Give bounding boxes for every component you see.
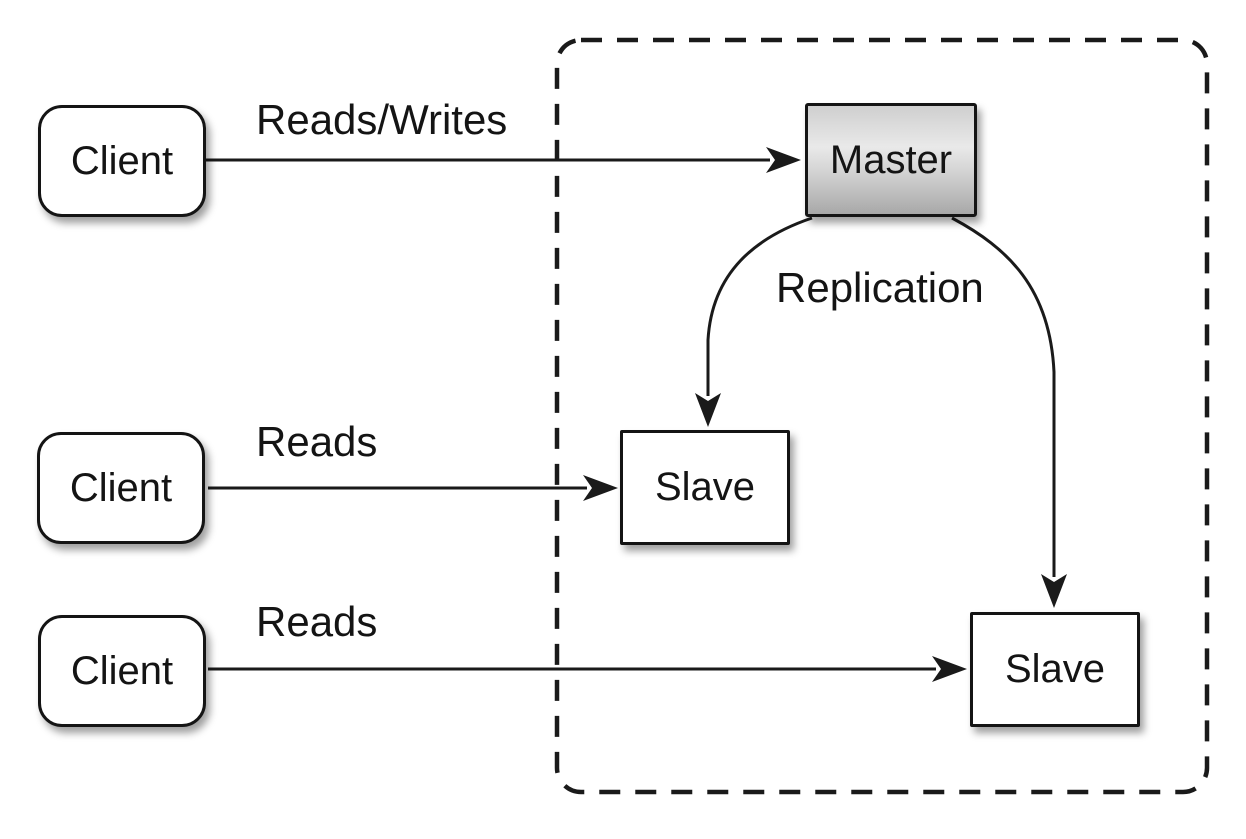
node-slave-1: Slave: [620, 430, 790, 545]
node-client-1-label: Client: [70, 138, 174, 183]
node-client-1: Client: [38, 105, 206, 217]
cluster-boundary-dashed-box: [554, 37, 1210, 795]
node-slave-1-label: Slave: [654, 465, 756, 509]
replication-arrow-right-curve: [951, 216, 1056, 577]
edge-label-reads-writes: Reads/Writes: [256, 96, 508, 143]
edge-label-reads-bottom: Reads: [256, 598, 378, 645]
reads-bottom-arrowhead: [932, 656, 967, 682]
node-client-3: Client: [38, 615, 206, 727]
node-slave-2-label: Slave: [1004, 647, 1106, 691]
reads-top-arrowhead: [583, 475, 618, 501]
replication-arrow-left-curve: [706, 216, 813, 396]
node-master: Master: [805, 103, 977, 217]
node-client-3-label: Client: [70, 648, 174, 693]
edge-label-reads-top: Reads: [256, 418, 378, 465]
edge-label-replication: Replication: [776, 264, 984, 311]
node-slave-2: Slave: [970, 612, 1140, 727]
replication-arrowhead-right: [1041, 574, 1067, 608]
replication-arrowhead-left: [695, 393, 721, 427]
node-master-label: Master: [829, 137, 953, 182]
node-client-2-label: Client: [69, 465, 173, 510]
node-client-2: Client: [37, 432, 205, 544]
reads-writes-arrowhead: [766, 147, 801, 173]
